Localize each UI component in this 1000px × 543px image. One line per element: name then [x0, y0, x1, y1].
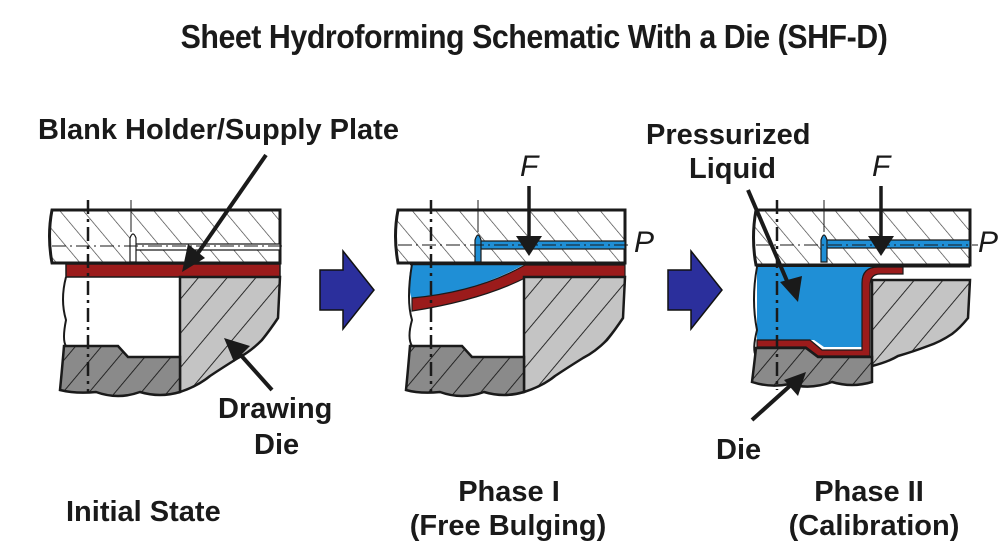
- caption-phase2-title: Phase II: [814, 476, 924, 508]
- liquid-channel: [820, 234, 971, 263]
- progress-arrow-icon: [667, 248, 723, 332]
- liquid-channel: [474, 234, 626, 263]
- bottom-die: [58, 344, 182, 398]
- leader-lines: [182, 153, 806, 422]
- label-pressurized-line2: Liquid: [689, 153, 776, 185]
- diagram-title: Sheet Hydroforming Schematic With a Die …: [180, 18, 888, 55]
- force-arrow-icon: [516, 236, 542, 256]
- label-drawing-die-line1: Drawing: [218, 393, 333, 425]
- drawing-die: [522, 275, 627, 394]
- progress-arrow-icon: [319, 248, 375, 332]
- label-force-phase1: F: [520, 150, 539, 183]
- caption-initial-state: Initial State: [66, 496, 221, 528]
- stage-initial: [48, 200, 286, 398]
- label-force-phase2: F: [872, 150, 891, 183]
- label-die: Die: [716, 434, 762, 466]
- supply-channel: [129, 233, 281, 263]
- label-pressure-phase2: P: [978, 226, 999, 259]
- caption-phase1-subtitle: (Free Bulging): [409, 510, 607, 542]
- pressurized-liquid: [757, 267, 875, 347]
- caption-phase1-title: Phase I: [458, 476, 560, 508]
- stage-phase-2: [750, 186, 978, 390]
- sheet-blank: [65, 263, 281, 278]
- stage-phase-1: [394, 186, 632, 398]
- label-drawing-die-line2: Die: [254, 429, 300, 461]
- drawing-die: [178, 275, 282, 394]
- label-pressure-phase1: P: [634, 226, 655, 259]
- caption-phase2-subtitle: (Calibration): [788, 510, 960, 542]
- sheet-formed: [756, 266, 904, 357]
- drawing-die: [870, 278, 972, 368]
- pressurized-liquid: [409, 264, 525, 300]
- blank-holder: [48, 208, 282, 265]
- force-arrow-icon: [868, 236, 894, 256]
- blank-holder: [752, 208, 972, 267]
- label-pressurized-line1: Pressurized: [646, 119, 811, 151]
- bottom-die: [404, 344, 526, 398]
- label-blank-holder: Blank Holder/Supply Plate: [38, 114, 399, 146]
